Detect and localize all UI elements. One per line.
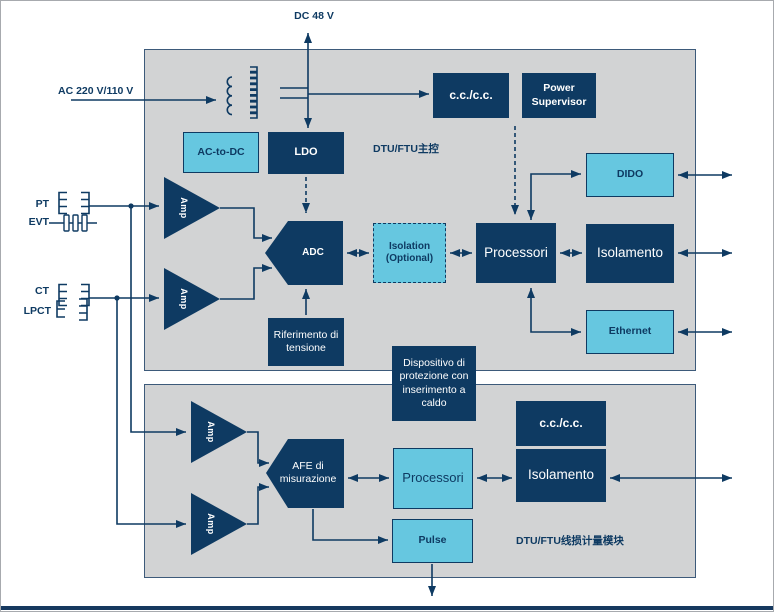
metering-amp2-to-afe-wire xyxy=(247,483,269,525)
adc-shape xyxy=(265,221,343,285)
pt-branch-wire xyxy=(130,206,186,436)
amp1-to-adc-wire xyxy=(220,207,272,242)
amp-label-metering-lower: Amp xyxy=(206,513,216,535)
afe-label: AFE di misurazione xyxy=(279,460,337,485)
pulse-box: Pulse xyxy=(392,519,473,563)
lpct-coil-icon xyxy=(56,300,65,318)
power-supervisor-box: Power Supervisor xyxy=(522,73,596,118)
processor-dido-wire xyxy=(527,170,581,220)
amp-triangle-metering-upper xyxy=(191,401,247,463)
amp2-to-adc-wire xyxy=(220,264,272,300)
evt-label: EVT xyxy=(28,216,49,228)
voltage-reference-box: Riferimento di tensione xyxy=(268,318,344,366)
evt-sensor-icon xyxy=(81,214,88,232)
secondary-tap-lines xyxy=(280,87,308,99)
isolation-optional-box: Isolation (Optional) xyxy=(373,223,446,283)
amp-label-main-lower: Amp xyxy=(179,288,189,310)
lpct-coil-icon xyxy=(79,298,88,321)
ethernet-box: Ethernet xyxy=(586,310,674,354)
ct-branch-wire xyxy=(116,298,186,528)
evt-sensor-icon xyxy=(63,214,70,232)
ac-to-dc-box: AC-to-DC xyxy=(183,132,259,173)
processori-box-main: Processori xyxy=(476,223,556,283)
dcdc-box-metering: c.c./c.c. xyxy=(516,401,606,446)
isolamento-box-main: Isolamento xyxy=(586,224,674,283)
adc-label: ADC xyxy=(302,247,324,258)
dcdc-box-main: c.c./c.c. xyxy=(433,73,509,118)
amp-triangle-main-lower xyxy=(164,268,220,330)
ac-input-label: AC 220 V/110 V xyxy=(58,85,134,97)
hot-swap-protection-box: Dispositivo di protezione con inseriment… xyxy=(392,346,476,421)
isolamento-box-metering: Isolamento xyxy=(516,449,606,502)
amp-triangle-metering-lower xyxy=(191,493,247,555)
lpct-label: LPCT xyxy=(23,305,51,317)
processor-ethernet-wire xyxy=(527,288,581,336)
afe-shape xyxy=(266,439,344,508)
bottom-accent-bar xyxy=(1,606,773,610)
evt-sensor-icon xyxy=(72,214,79,232)
dc48-label: DC 48 V xyxy=(294,10,334,22)
amp-label-metering-upper: Amp xyxy=(206,421,216,443)
afe-to-pulse-wire xyxy=(312,509,388,544)
pt-coil-icon xyxy=(81,191,90,215)
pt-label: PT xyxy=(35,198,49,210)
metering-amp1-to-afe-wire xyxy=(247,431,269,467)
processori-box-metering: Processori xyxy=(393,448,473,509)
transformer-primary-coil-icon xyxy=(226,76,233,116)
metering-panel-title: DTU/FTU线损计量模块 xyxy=(516,535,624,547)
ldo-box: LDO xyxy=(268,132,344,174)
amp-triangle-main-upper xyxy=(164,177,220,239)
pt-coil-icon xyxy=(58,191,67,215)
ct-coil-icon xyxy=(58,283,67,307)
ct-label: CT xyxy=(35,285,49,297)
transformer-secondary-coil-icon xyxy=(250,66,258,119)
main-panel-title: DTU/FTU主控 xyxy=(373,143,439,155)
dido-box: DIDO xyxy=(586,153,674,197)
amp-label-main-upper: Amp xyxy=(179,197,189,219)
